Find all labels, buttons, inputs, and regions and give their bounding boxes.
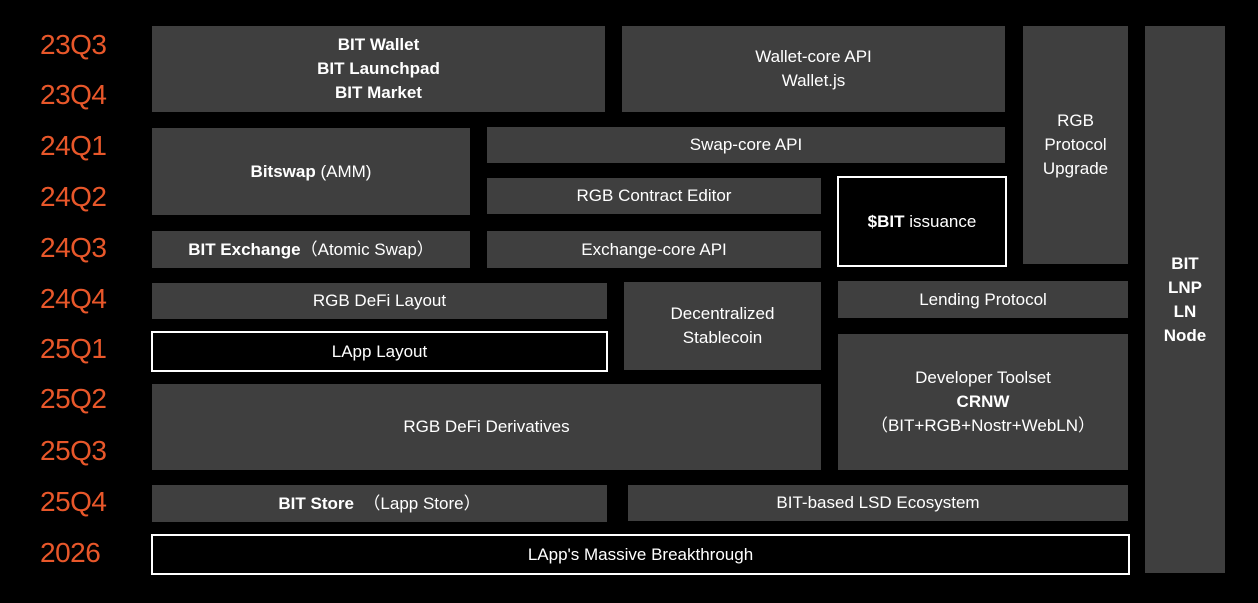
node-line-2: LNP <box>1168 277 1202 297</box>
bit-exchange-suffix: （Atomic Swap） <box>300 239 434 259</box>
rgb-contract-editor-box: RGB Contract Editor <box>487 178 821 214</box>
bit-market-label: BIT Market <box>335 83 422 102</box>
bitswap-box: Bitswap (AMM) <box>152 128 470 215</box>
lapp-layout-box: LApp Layout <box>151 331 608 372</box>
developer-toolset-stack: （BIT+RGB+Nostr+WebLN） <box>870 416 1096 435</box>
lapp-layout-label: LApp Layout <box>331 341 428 361</box>
lsd-ecosystem-box: BIT-based LSD Ecosystem <box>628 485 1128 521</box>
node-line-1: BIT <box>1171 253 1199 273</box>
stablecoin-line-2: Stablecoin <box>682 328 763 347</box>
swap-core-label: Swap-core API <box>689 135 803 154</box>
exchange-core-box: Exchange-core API <box>487 231 821 268</box>
rgb-defi-derivatives-box: RGB DeFi Derivatives <box>152 384 821 470</box>
bit-products-box: BIT Wallet BIT Launchpad BIT Market <box>152 26 605 112</box>
bit-exchange-box: BIT Exchange（Atomic Swap） <box>152 231 470 268</box>
bit-launchpad-label: BIT Launchpad <box>317 59 440 78</box>
rgb-upgrade-line-3: Upgrade <box>1042 159 1109 178</box>
quarter-label-2026: 2026 <box>40 537 101 568</box>
lapp-breakthrough-label: LApp's Massive Breakthrough <box>527 544 754 564</box>
stablecoin-line-1: Decentralized <box>670 304 775 323</box>
bit-store-suffix: （Lapp Store） <box>353 493 481 513</box>
bit-exchange-name: BIT Exchange <box>188 239 301 259</box>
rgb-defi-derivatives-label: RGB DeFi Derivatives <box>403 417 570 436</box>
quarter-label-23q4: 23Q4 <box>40 79 107 110</box>
bitswap-label: Bitswap (AMM) <box>251 160 372 184</box>
bit-issuance-label: $BIT issuance <box>868 210 977 234</box>
bit-issuance-suffix: issuance <box>904 211 977 231</box>
bitswap-name: Bitswap <box>250 161 316 181</box>
lsd-ecosystem-label: BIT-based LSD Ecosystem <box>776 493 980 512</box>
lending-protocol-box: Lending Protocol <box>838 281 1128 318</box>
node-line-4: Node <box>1163 325 1207 345</box>
rgb-upgrade-line-1: RGB <box>1057 111 1094 130</box>
developer-toolset-box: Developer Toolset CRNW （BIT+RGB+Nostr+We… <box>838 334 1128 470</box>
quarter-label-24q4: 24Q4 <box>40 283 107 314</box>
crnw-label: CRNW <box>956 392 1010 411</box>
rgb-protocol-upgrade-box: RGB Protocol Upgrade <box>1023 26 1128 264</box>
bitswap-suffix: (AMM) <box>315 161 372 181</box>
lending-protocol-label: Lending Protocol <box>919 289 1047 309</box>
node-line-3: LN <box>1173 301 1197 321</box>
swap-core-box: Swap-core API <box>487 127 1005 163</box>
quarter-label-25q1: 25Q1 <box>40 333 107 364</box>
bit-exchange-label: BIT Exchange（Atomic Swap） <box>188 238 434 262</box>
bit-store-label: BIT Store （Lapp Store） <box>278 492 480 516</box>
rgb-defi-layout-box: RGB DeFi Layout <box>152 283 607 319</box>
lapp-breakthrough-box: LApp's Massive Breakthrough <box>151 534 1130 575</box>
wallet-core-api-label: Wallet-core API <box>755 47 872 66</box>
bit-lnp-ln-node-box: BIT LNP LN Node <box>1145 26 1225 573</box>
bit-token-name: $BIT <box>867 211 905 231</box>
quarter-label-24q1: 24Q1 <box>40 130 107 161</box>
developer-toolset-title: Developer Toolset <box>915 368 1051 387</box>
quarter-label-25q3: 25Q3 <box>40 435 107 466</box>
rgb-contract-editor-label: RGB Contract Editor <box>576 186 732 205</box>
quarter-label-24q2: 24Q2 <box>40 181 107 212</box>
rgb-upgrade-line-2: Protocol <box>1044 135 1107 154</box>
bit-wallet-label: BIT Wallet <box>337 35 420 54</box>
quarter-label-23q3: 23Q3 <box>40 29 107 60</box>
quarter-label-25q4: 25Q4 <box>40 486 107 517</box>
bit-issuance-box: $BIT issuance <box>837 176 1007 267</box>
wallet-js-label: Wallet.js <box>781 71 846 90</box>
exchange-core-label: Exchange-core API <box>581 239 727 259</box>
rgb-defi-layout-label: RGB DeFi Layout <box>312 291 447 310</box>
quarter-label-24q3: 24Q3 <box>40 232 107 263</box>
quarter-label-25q2: 25Q2 <box>40 383 107 414</box>
wallet-core-box: Wallet-core API Wallet.js <box>622 26 1005 112</box>
bit-store-box: BIT Store （Lapp Store） <box>152 485 607 522</box>
bit-store-name: BIT Store <box>278 493 354 513</box>
stablecoin-box: Decentralized Stablecoin <box>624 282 821 370</box>
